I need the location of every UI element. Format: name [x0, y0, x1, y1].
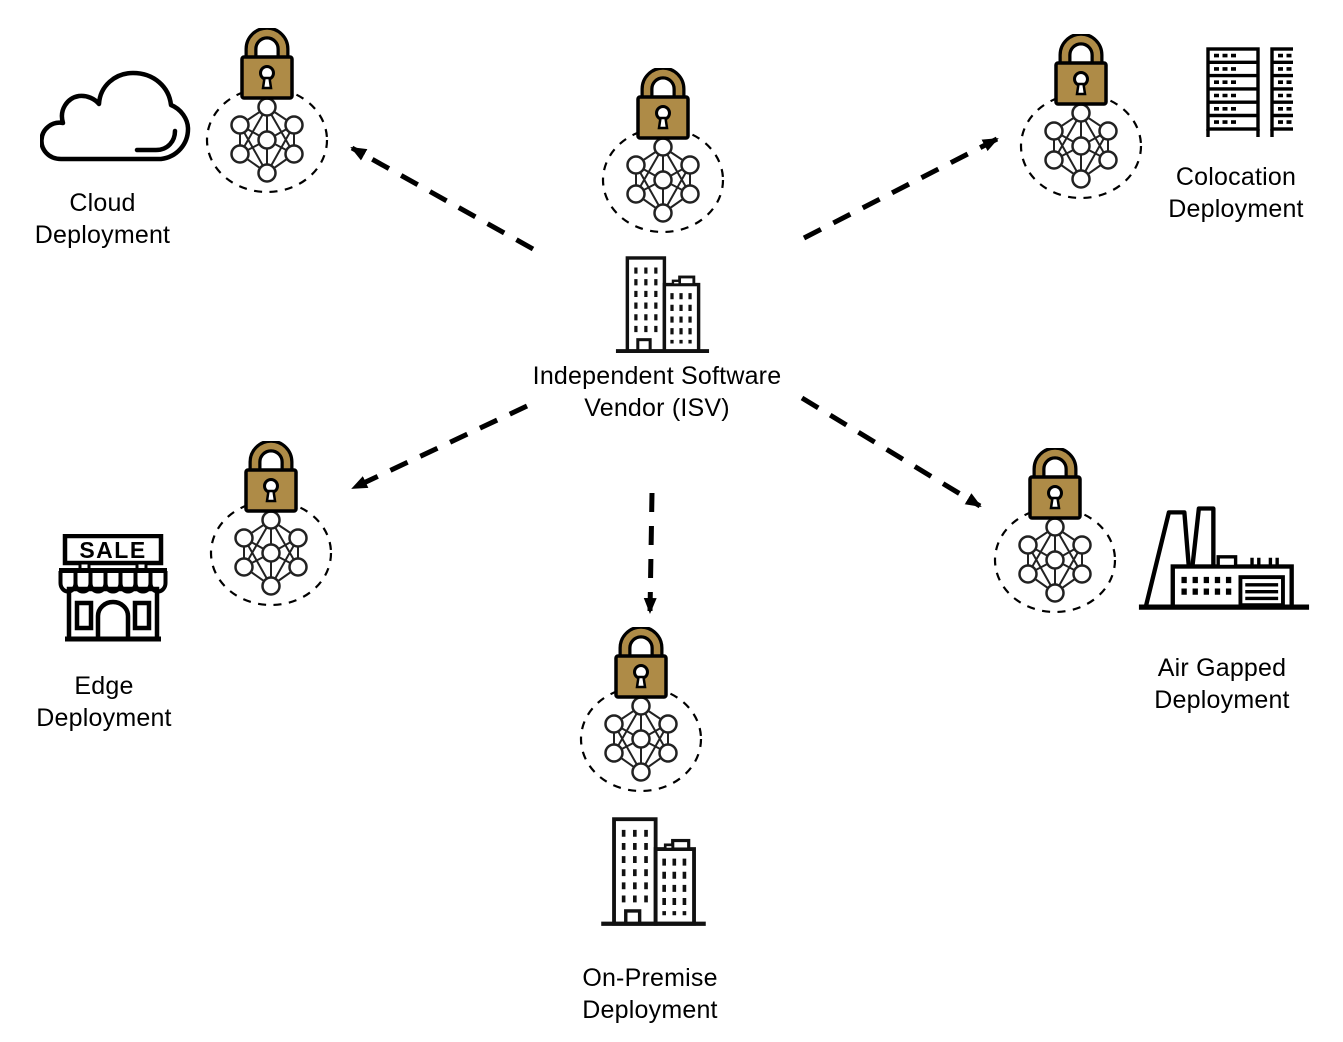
colocation-label: Colocation Deployment — [1138, 162, 1334, 225]
air-gapped-label-line1: Air Gapped — [1157, 654, 1287, 682]
locked-model-icon-on-premise — [576, 627, 706, 802]
colocation-label-line2: Deployment — [1168, 194, 1304, 223]
arrow-isv-to-on-premise — [643, 492, 657, 614]
edge-label-line2: Deployment — [36, 703, 172, 732]
sale-sign-text: SALE — [79, 537, 146, 563]
air-gapped-label-line2: Deployment — [1154, 685, 1290, 714]
locked-model-icon-isv — [598, 68, 728, 243]
on-premise-label-line1: On-Premise — [582, 964, 718, 992]
office-buildings-icon-isv — [615, 255, 710, 355]
isv-label-line1: Independent Software — [532, 362, 782, 390]
isv-label: Independent Software Vendor (ISV) — [505, 361, 809, 424]
on-premise-label: On-Premise Deployment — [552, 963, 748, 1026]
isv-label-line2: Vendor (ISV) — [584, 393, 730, 422]
locked-model-icon-colocation — [1016, 34, 1146, 209]
edge-label-line1: Edge — [74, 672, 134, 700]
locked-model-icon-air-gapped — [990, 448, 1120, 623]
arrow-isv-to-colocation — [802, 136, 999, 241]
factory-icon — [1138, 506, 1310, 610]
air-gapped-label: Air Gapped Deployment — [1124, 653, 1320, 716]
sale-sign: SALE — [62, 534, 164, 573]
locked-model-icon-edge — [206, 441, 336, 616]
cloud-label-line2: Deployment — [34, 220, 171, 249]
colocation-label-line1: Colocation — [1175, 163, 1297, 191]
cloud-label: Cloud Deployment — [10, 188, 195, 251]
cloud-label-line1: Cloud — [69, 189, 136, 217]
arrow-isv-to-cloud — [350, 145, 535, 252]
awning — [58, 568, 168, 594]
on-premise-label-line2: Deployment — [582, 995, 718, 1024]
office-buildings-icon-on-premise — [600, 816, 707, 928]
edge-label: Edge Deployment — [6, 671, 202, 734]
storefront-icon: SALE — [58, 534, 168, 642]
locked-model-icon-cloud — [202, 28, 332, 203]
server-rack-icon — [1173, 47, 1293, 139]
arrow-isv-to-edge — [351, 403, 529, 491]
arrow-isv-to-air-gapped — [800, 395, 982, 509]
cloud-icon — [40, 70, 191, 162]
